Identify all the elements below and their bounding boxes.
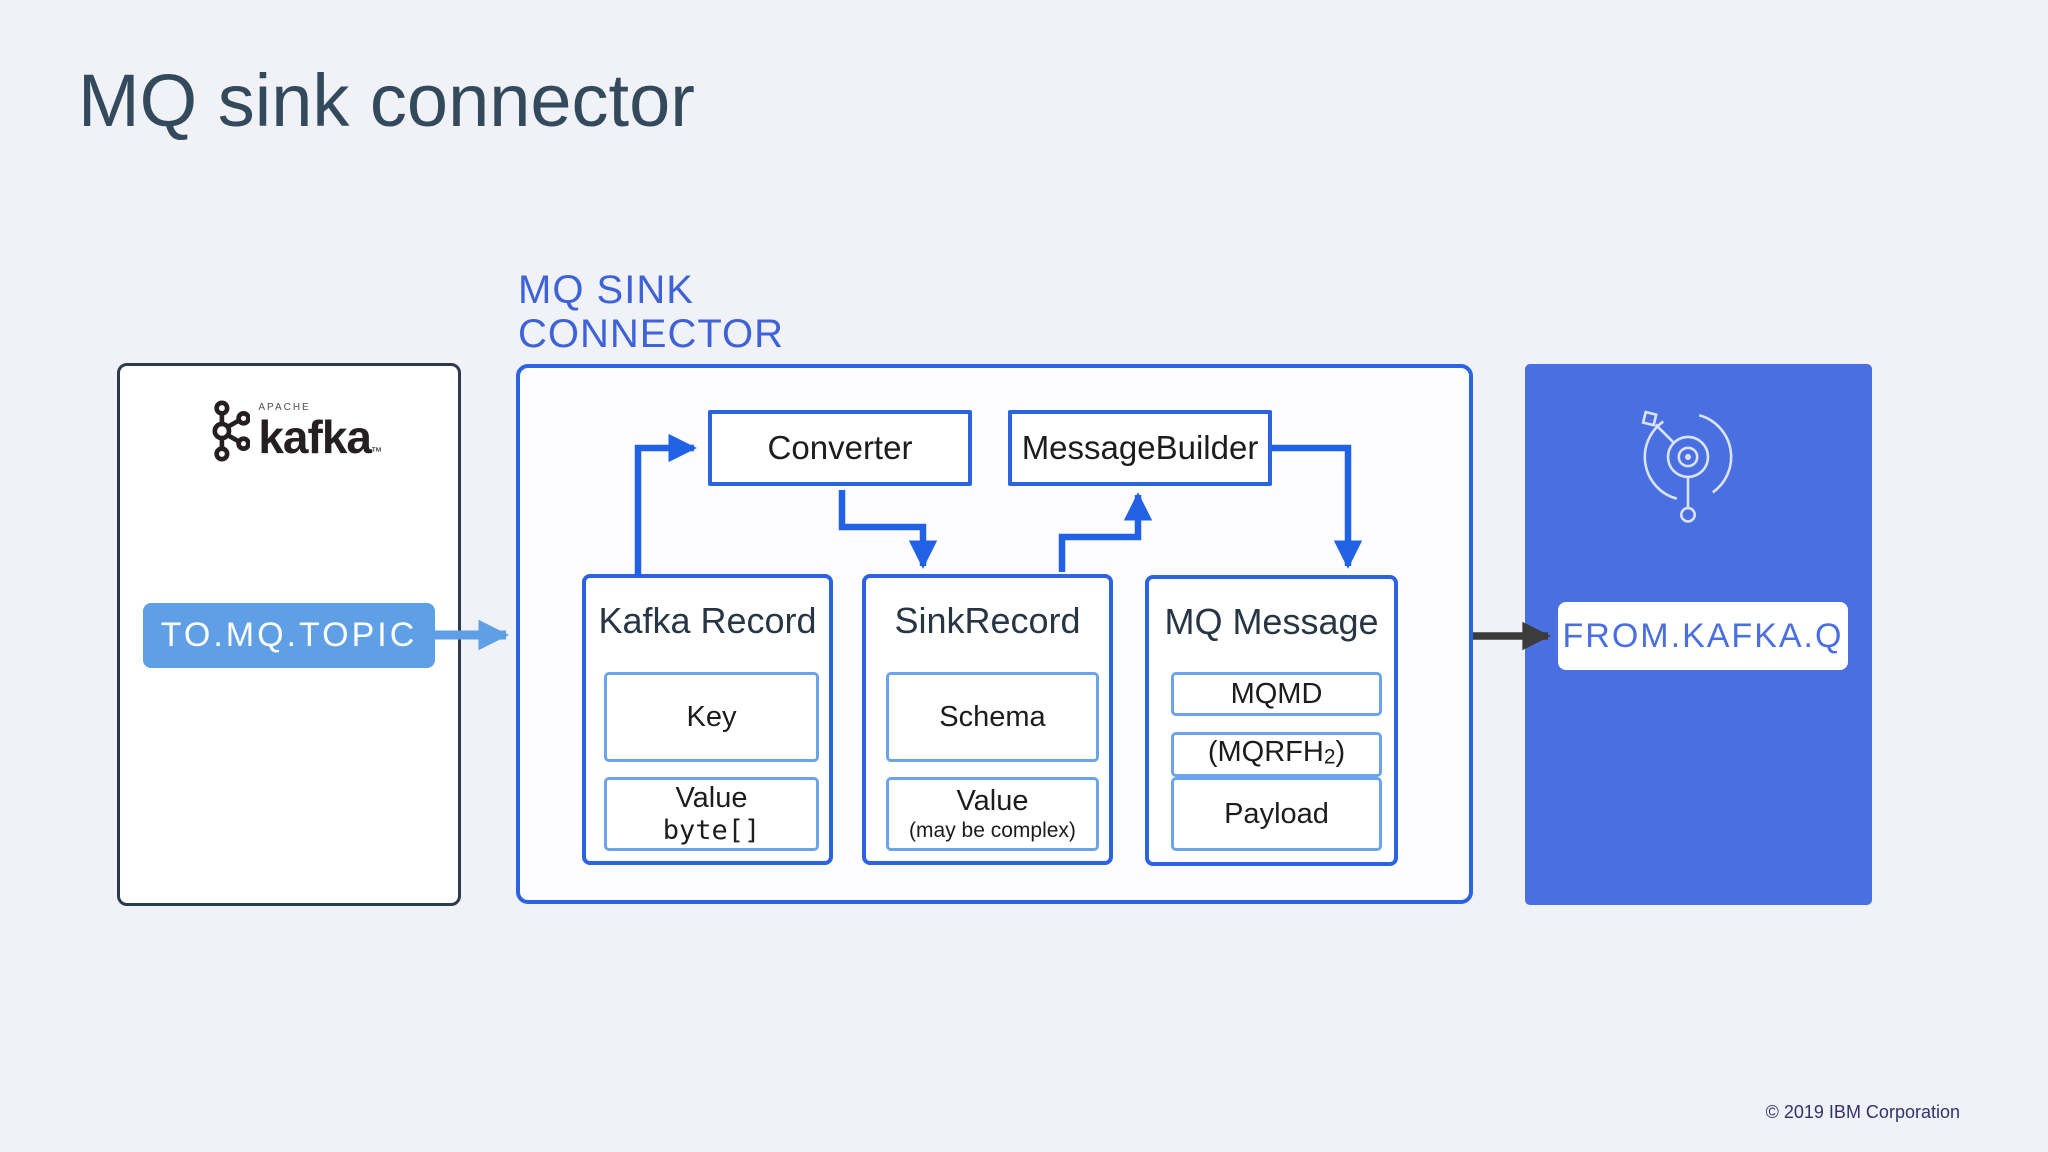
kafka-record-box: Kafka Record Key Value byte[] (582, 574, 833, 865)
kafka-record-value-type: byte[] (662, 815, 761, 846)
converter-box: Converter (708, 410, 972, 486)
copyright-notice: © 2019 IBM Corporation (1765, 1102, 1960, 1122)
ibm-mq-icon (1641, 410, 1733, 523)
sink-record-title: SinkRecord (894, 600, 1081, 641)
kafka-trademark: ™ (371, 445, 382, 458)
mqmd-box: MQMD (1171, 672, 1382, 716)
kafka-record-value-box: Value byte[] (604, 777, 819, 851)
kafka-wordmark: APACHE kafka ™ (258, 401, 382, 463)
mq-message-box: MQ Message MQMD (MQRFH2) Payload (1145, 575, 1398, 866)
connector-caption: MQ SINK CONNECTOR (518, 268, 784, 356)
mq-message-title: MQ Message (1164, 601, 1379, 642)
sink-record-value-box: Value (may be complex) (886, 777, 1099, 851)
queue-badge: FROM.KAFKA.Q (1558, 602, 1848, 670)
apache-kafka-logo: APACHE kafka ™ (212, 392, 382, 470)
sink-record-schema-label: Schema (939, 700, 1046, 733)
kafka-word: kafka (258, 410, 372, 463)
mqrfh2-label: (MQRFH2) (1207, 735, 1346, 769)
sink-record-schema-box: Schema (886, 672, 1099, 762)
kafka-record-key-label: Key (686, 700, 737, 733)
connector-caption-line1: MQ SINK (518, 268, 694, 312)
kafka-apache-label: APACHE (258, 401, 311, 413)
kafka-record-key-box: Key (604, 672, 819, 762)
mqrfh2-box: (MQRFH2) (1171, 732, 1382, 777)
messagebuilder-box: MessageBuilder (1008, 410, 1272, 486)
topic-badge: TO.MQ.TOPIC (143, 603, 435, 668)
kafka-record-value-label: Value (675, 782, 748, 814)
kafka-record-title: Kafka Record (598, 600, 817, 641)
sink-record-value-label: Value (956, 785, 1029, 817)
payload-box: Payload (1171, 777, 1382, 851)
connector-caption-line2: CONNECTOR (518, 312, 785, 356)
mqmd-label: MQMD (1230, 677, 1323, 710)
kafka-logo-icon (212, 400, 251, 462)
payload-label: Payload (1224, 797, 1329, 830)
sink-record-box: SinkRecord Schema Value (may be complex) (862, 574, 1113, 865)
page-title: MQ sink connector (78, 59, 695, 142)
sink-record-value-note: (may be complex) (909, 819, 1076, 842)
